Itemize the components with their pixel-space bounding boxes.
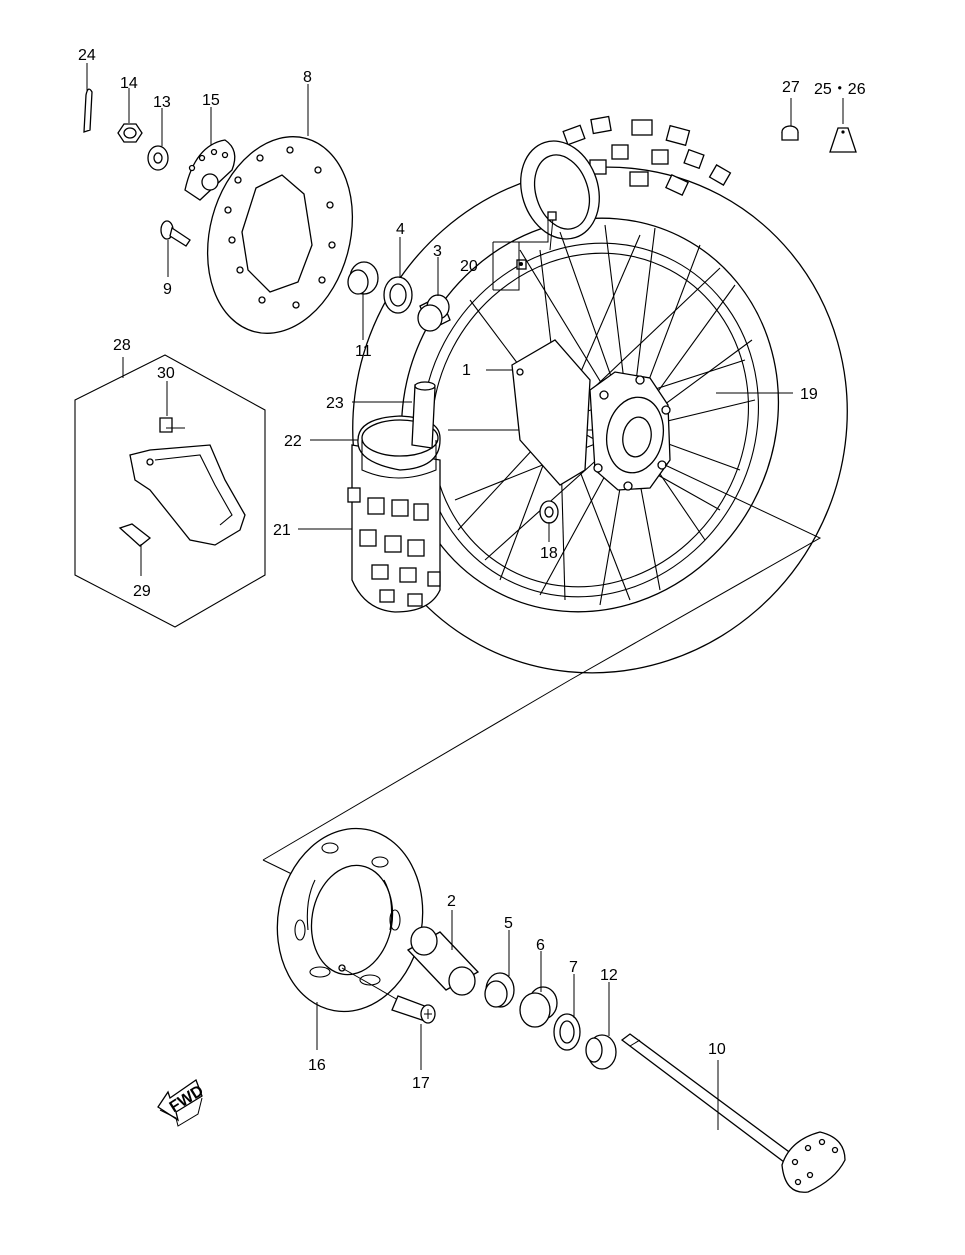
callout-27: 27 xyxy=(782,79,800,96)
tire-section-part-21 xyxy=(347,444,441,613)
washer-part-13 xyxy=(147,145,169,171)
callout-16: 16 xyxy=(308,1057,326,1074)
bearing-part-5 xyxy=(484,972,515,1008)
hub-part-1 xyxy=(511,339,671,491)
spacer-part-2 xyxy=(406,926,480,996)
bearing-part-3 xyxy=(417,294,451,332)
spacer-part-11 xyxy=(347,261,379,295)
sprocket-part-16 xyxy=(276,827,424,1013)
callout-15: 15 xyxy=(202,92,220,109)
callout-1: 1 xyxy=(462,362,471,379)
callout-4: 4 xyxy=(396,221,405,238)
oil-seal-part-4 xyxy=(383,276,413,314)
callout-5: 5 xyxy=(504,915,513,932)
brake-disc-part-8 xyxy=(206,136,354,334)
cotter-pin-part-24 xyxy=(83,88,93,133)
callout-14: 14 xyxy=(120,75,138,92)
rim-band-part-23 xyxy=(411,381,436,449)
callout-21: 21 xyxy=(273,522,291,539)
callout-12: 12 xyxy=(600,967,618,984)
callout-24: 24 xyxy=(78,47,96,64)
chain-guide-box-part-28 xyxy=(74,354,266,628)
spacer-part-12 xyxy=(585,1034,617,1070)
callout-3: 3 xyxy=(433,243,442,260)
adjuster-part-15 xyxy=(184,139,236,201)
bolt-part-9 xyxy=(160,220,191,247)
callout-10: 10 xyxy=(708,1041,726,1058)
callout-9: 9 xyxy=(163,281,172,298)
callout-23: 23 xyxy=(326,395,344,412)
oil-seal-part-7 xyxy=(553,1013,581,1051)
valve-part-25-26 xyxy=(829,127,857,153)
spoke-part-20 xyxy=(516,211,557,270)
callout-18: 18 xyxy=(540,545,558,562)
callout-11: 11 xyxy=(355,343,372,360)
callout-30: 30 xyxy=(157,365,175,382)
axle-part-10 xyxy=(620,1033,846,1193)
callout-8: 8 xyxy=(303,69,312,86)
callout-28: 28 xyxy=(113,337,131,354)
bolt-part-17 xyxy=(341,967,436,1024)
callout-2: 2 xyxy=(447,893,456,910)
callout-20: 20 xyxy=(460,258,478,275)
nut-part-14 xyxy=(117,123,143,143)
valve-cap-part-27 xyxy=(781,125,799,141)
callout-13: 13 xyxy=(153,94,171,111)
callout-17: 17 xyxy=(412,1075,430,1092)
callout-29: 29 xyxy=(133,583,151,600)
bearing-part-6 xyxy=(519,986,558,1028)
callout-25-26: 25・26 xyxy=(814,81,866,98)
forward-arrow-icon: FWD xyxy=(157,1078,207,1127)
callout-19: 19 xyxy=(800,386,818,403)
rim-lock-part-18 xyxy=(539,500,559,524)
callout-6: 6 xyxy=(536,937,545,954)
callout-labels: 24 14 13 15 8 9 11 4 3 20 1 23 22 21 19 … xyxy=(78,47,866,1092)
callout-leader-lines xyxy=(86,63,844,1130)
callout-7: 7 xyxy=(569,959,578,976)
callout-22: 22 xyxy=(284,433,302,450)
rim xyxy=(421,242,759,598)
